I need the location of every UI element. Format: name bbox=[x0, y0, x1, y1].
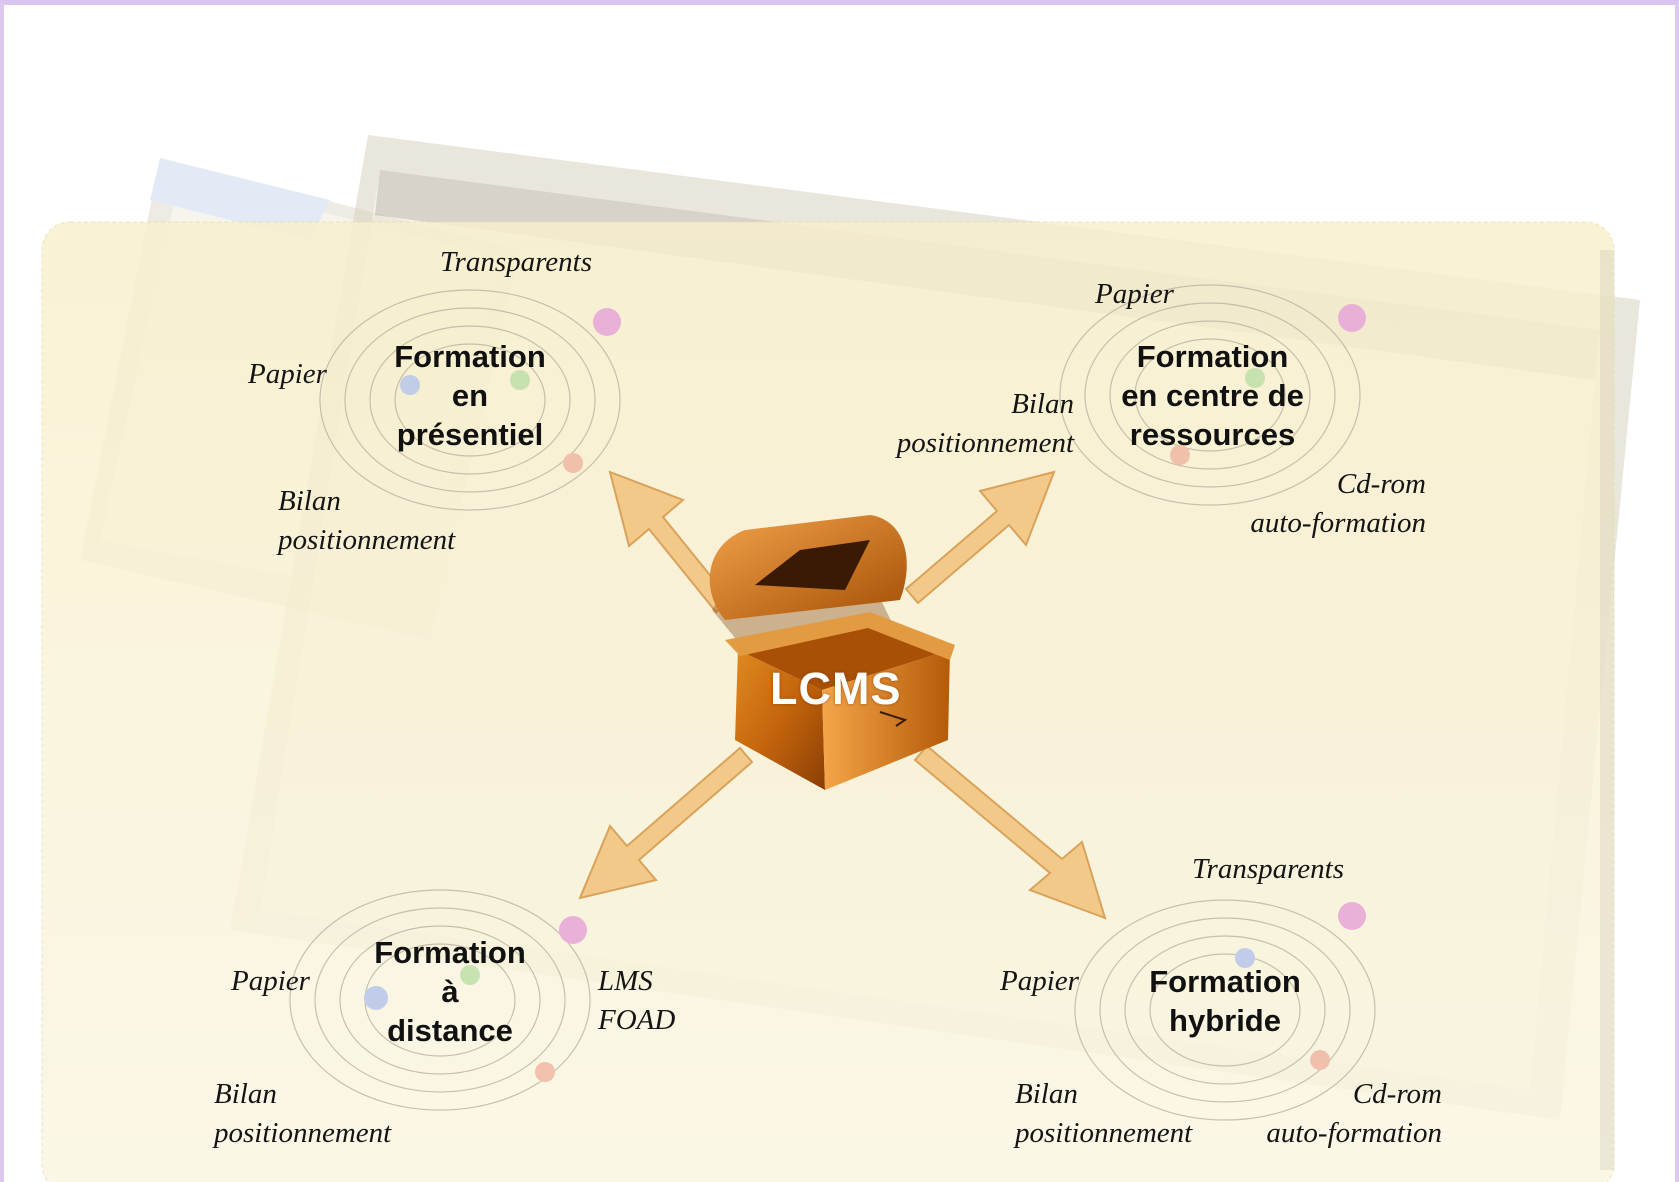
label-line: Bilan bbox=[278, 485, 341, 517]
label-bilan-positionnement: Bilan positionnement bbox=[1015, 1075, 1192, 1153]
label-line: positionnement bbox=[1015, 1117, 1193, 1149]
label-papier: Papier bbox=[231, 965, 310, 997]
node-title-line: Formation bbox=[1149, 964, 1301, 999]
label-line: LMS bbox=[598, 965, 653, 997]
label-bilan-positionnement: Bilan positionnement bbox=[214, 1075, 391, 1153]
label-line: Bilan bbox=[214, 1078, 277, 1110]
arrow-centre-ressources bbox=[904, 470, 1056, 605]
label-line: auto-formation bbox=[1266, 1117, 1442, 1149]
node-title-line: hybride bbox=[1169, 1003, 1281, 1038]
node-title-line: distance bbox=[387, 1013, 513, 1048]
lcms-label: LCMS bbox=[770, 663, 902, 714]
label-transparents: Transparents bbox=[440, 246, 593, 278]
node-title-line: Formation bbox=[374, 935, 526, 970]
node-title-line: Formation bbox=[394, 339, 546, 374]
label-bilan-positionnement: Bilan positionnement bbox=[278, 482, 455, 560]
label-transparents: Transparents bbox=[1192, 853, 1345, 885]
node-title-hybride: Formation hybride bbox=[1135, 962, 1315, 1040]
orbit-hybride bbox=[1074, 899, 1376, 1121]
node-title-presentiel: Formation en présentiel bbox=[385, 337, 555, 454]
node-title-line: présentiel bbox=[396, 417, 544, 452]
label-line: Bilan bbox=[1015, 1078, 1078, 1110]
node-title-line: Formation bbox=[1136, 339, 1289, 374]
node-title-centre-ressources: Formation en centre de ressources bbox=[1100, 337, 1325, 454]
label-line: FOAD bbox=[598, 1004, 676, 1036]
label-papier: Papier bbox=[1000, 965, 1079, 997]
node-title-distance: Formation à distance bbox=[365, 933, 535, 1050]
label-papier: Papier bbox=[1095, 278, 1174, 310]
label-line: auto-formation bbox=[1250, 507, 1426, 539]
node-title-line: ressources bbox=[1129, 417, 1296, 452]
label-papier: Papier bbox=[248, 358, 327, 390]
label-line: positionnement bbox=[896, 427, 1074, 459]
node-title-line: en centre de bbox=[1121, 378, 1304, 413]
label-lms-foad: LMS FOAD bbox=[598, 962, 675, 1040]
orbit-centre-ressources bbox=[1059, 284, 1366, 506]
label-line: Bilan bbox=[1011, 388, 1074, 420]
label-cdrom-autoformation: Cd-rom auto-formation bbox=[1236, 1075, 1442, 1153]
treasure-chest-icon bbox=[709, 515, 955, 790]
label-line: positionnement bbox=[214, 1117, 392, 1149]
orbit-distance bbox=[289, 889, 591, 1111]
node-title-line: en bbox=[451, 378, 489, 413]
label-line: Cd-rom bbox=[1352, 1078, 1442, 1110]
arrow-distance bbox=[578, 746, 754, 900]
orbit-presentiel bbox=[319, 289, 621, 511]
node-title-line: à bbox=[441, 974, 459, 1009]
arrow-hybride bbox=[913, 744, 1107, 920]
panel-shadow-edge bbox=[1600, 250, 1614, 1170]
label-line: Cd-rom bbox=[1336, 468, 1426, 500]
label-cdrom-autoformation: Cd-rom auto-formation bbox=[1220, 465, 1426, 543]
label-bilan-positionnement: Bilan positionnement bbox=[870, 385, 1074, 463]
label-line: positionnement bbox=[278, 524, 456, 556]
